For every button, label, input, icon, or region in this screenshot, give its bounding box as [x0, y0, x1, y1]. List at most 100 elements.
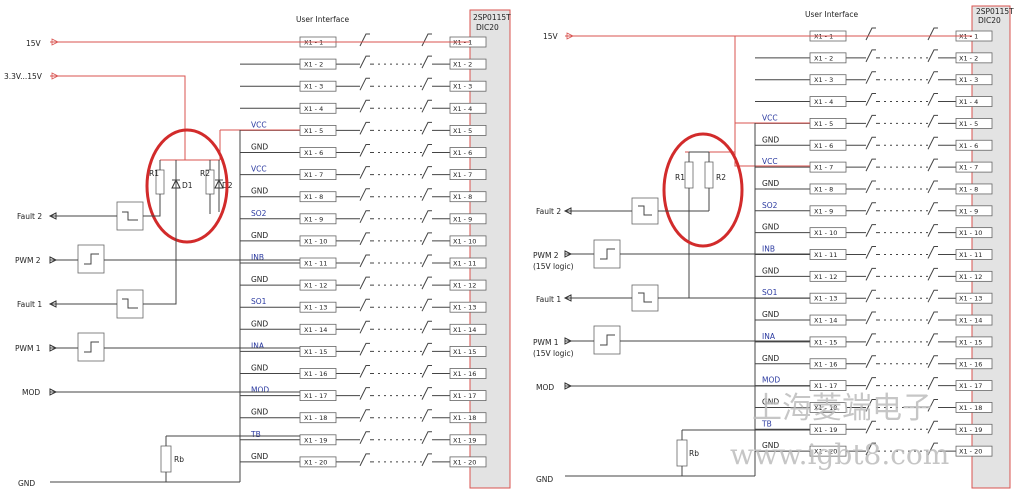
- right-pin-label-left: X1 - 10: [814, 229, 837, 237]
- right-pin-label-left: X1 - 2: [814, 54, 833, 62]
- right-signal-label: GND: [762, 266, 779, 275]
- left-pin-box-right: [449, 213, 487, 225]
- left-input-gnd: GND: [18, 479, 35, 488]
- left-signal-label: TB: [250, 430, 261, 439]
- left-pin-label-left: X1 - 15: [304, 348, 327, 356]
- right-pwm2-arrow-icon: [564, 250, 573, 258]
- left-pin-label-right: X1 - 12: [453, 282, 476, 290]
- left-rb-resistor: [160, 445, 172, 473]
- left-input-3v3-15v: 3.3V...15V: [4, 72, 43, 81]
- left-pin-box-left: [299, 257, 337, 269]
- left-pwm2-arrow-icon: [49, 256, 58, 264]
- left-pin-box-left: [299, 235, 337, 247]
- right-pin-box-left: [809, 402, 847, 413]
- left-pin-label-left: X1 - 20: [304, 458, 327, 466]
- right-pwm1-arrow-icon: [564, 337, 573, 345]
- left-connector-mark: [421, 254, 432, 268]
- left-connector-mark: [359, 188, 370, 201]
- right-connector-mark: [927, 158, 938, 172]
- left-pin-label-right: X1 - 4: [453, 105, 472, 113]
- left-input-mod: MOD: [22, 388, 40, 397]
- left-pin-box-right: [449, 58, 487, 70]
- left-r2-label: R2: [200, 169, 210, 178]
- left-pin-label-right: X1 - 18: [453, 414, 476, 422]
- right-pin-box-left: [809, 423, 847, 435]
- right-connector-mark: [865, 49, 876, 63]
- right-connector-mark: [865, 202, 876, 216]
- right-pin-box-left: [809, 358, 847, 370]
- right-connector-mark: [927, 311, 938, 325]
- right-pin-box-right: [955, 445, 993, 457]
- left-pin-label-left: X1 - 13: [304, 304, 327, 312]
- left-connector-mark: [359, 387, 370, 400]
- right-connector-mark: [927, 71, 938, 84]
- right-signal-label: SO1: [762, 288, 778, 297]
- left-rb-label: Rb: [174, 455, 184, 464]
- left-signal-label: INB: [251, 253, 264, 262]
- left-connector-mark: [421, 33, 432, 47]
- right-pin-box-right: [955, 292, 993, 304]
- left-pin-label-left: X1 - 2: [304, 61, 323, 69]
- right-fault2-arrow-icon: [563, 207, 572, 215]
- right-input-15v: 15V: [543, 32, 559, 41]
- right-r1-label: R1: [675, 173, 685, 182]
- right-pin-label-right: X1 - 12: [959, 273, 982, 281]
- right-pin-box-left: [809, 336, 847, 348]
- left-connector-mark: [421, 55, 432, 69]
- left-pin-box-right: [449, 169, 487, 181]
- right-pin-label-left: X1 - 19: [814, 426, 837, 434]
- left-pin-label-right: X1 - 5: [453, 127, 472, 135]
- watermark-chinese: 上海菱端电子: [752, 391, 932, 426]
- left-3v3-wire: [50, 75, 186, 160]
- left-fault1-wire: [50, 212, 177, 305]
- left-signal-label: GND: [251, 452, 268, 461]
- right-rb-wiring: [565, 429, 810, 477]
- left-pin-label-right: X1 - 14: [453, 326, 476, 334]
- right-rb-resistor: [676, 439, 688, 467]
- right-pin-box-left: [809, 314, 847, 326]
- right-input-pwm1: PWM 1: [533, 338, 559, 347]
- left-input-pwm2: PWM 2: [15, 256, 41, 265]
- right-fault1-buffer-icon: [638, 292, 652, 303]
- left-pwm2-buffer-icon: [84, 253, 99, 265]
- left-pin-box-left: [299, 279, 337, 291]
- left-3v3-arrow-icon: [51, 72, 59, 80]
- left-connector-mark: [359, 320, 370, 334]
- right-pin-label-left: X1 - 9: [814, 207, 833, 215]
- right-pin-label-right: X1 - 6: [959, 142, 978, 150]
- left-pin-label-left: X1 - 6: [304, 149, 323, 157]
- right-r2-resistor: [704, 161, 714, 189]
- right-connector-mark: [865, 158, 876, 172]
- left-pin-box-left: [299, 301, 337, 313]
- right-connector-mark: [865, 93, 876, 106]
- right-signal-label: GND: [762, 397, 779, 406]
- right-15v-arrow-icon: [566, 32, 574, 40]
- right-connector-mark: [865, 114, 876, 128]
- left-pin-label-right: X1 - 19: [453, 436, 476, 444]
- left-connector-mark: [421, 387, 432, 400]
- left-pin-box-right: [449, 257, 487, 269]
- right-pwm2-buffer-icon: [600, 248, 615, 260]
- right-r1-resistor: [684, 161, 694, 189]
- left-d1-label: D1: [182, 181, 193, 190]
- right-pin-label-right: X1 - 9: [959, 207, 978, 215]
- right-pin-box-right: [955, 227, 993, 239]
- right-connector-mark: [927, 442, 938, 456]
- left-fault1-buffer-icon: [122, 298, 138, 309]
- left-pin-box-left: [299, 412, 337, 424]
- left-connector-mark: [421, 99, 432, 113]
